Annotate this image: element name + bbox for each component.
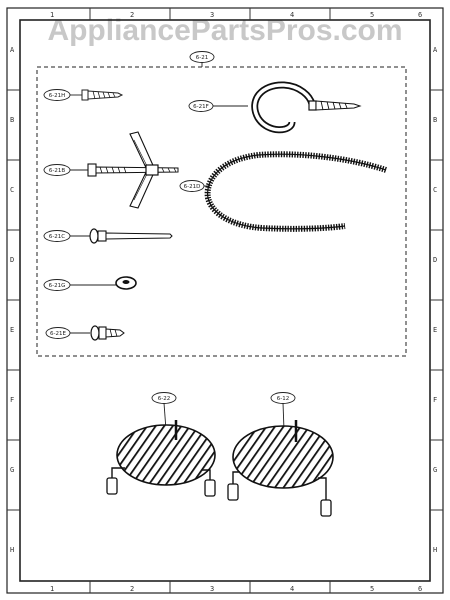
marker-right-g: G: [433, 466, 437, 474]
marker-left-g: G: [10, 466, 14, 474]
marker-bottom-2: 2: [130, 585, 134, 593]
marker-top-5: 5: [370, 11, 374, 19]
long-screw-part: 6-21C: [43, 228, 173, 244]
callout-rack-a: 6-22: [158, 396, 170, 402]
callout-wall-anchor: 6-21H: [49, 93, 66, 99]
spacer-strip-part: 6-21D: [179, 151, 387, 232]
marker-top-1: 1: [50, 11, 54, 19]
marker-left-e: E: [10, 326, 14, 334]
cup-hook-part: 6-21F: [188, 81, 362, 134]
marker-left-b: B: [10, 116, 14, 124]
marker-right-d: D: [433, 256, 437, 264]
callout-cup-hook: 6-21F: [193, 104, 209, 110]
marker-left-h: H: [10, 546, 14, 554]
short-screw-part: 6-21E: [45, 325, 125, 341]
marker-bottom-1: 1: [50, 585, 54, 593]
callout-kit-label: 6-21: [196, 55, 208, 61]
marker-left-c: C: [10, 186, 14, 194]
marker-right-a: A: [433, 46, 438, 54]
page-frame: [6, 7, 444, 594]
marker-right-b: B: [433, 116, 437, 124]
rack-a-part: 6-22: [106, 392, 216, 497]
marker-left-f: F: [10, 396, 14, 404]
toggle-bolt-part: 6-21B: [43, 131, 179, 209]
rack-b-part: 6-12: [227, 392, 334, 517]
marker-bottom-5: 5: [370, 585, 374, 593]
marker-left-a: A: [10, 46, 15, 54]
callout-washer: 6-21G: [49, 283, 66, 289]
wall-anchor-part: 6-21H: [43, 89, 124, 101]
callout-short-screw: 6-21E: [50, 331, 66, 337]
hardware-kit-box: 6-21: [36, 51, 407, 357]
marker-right-f: F: [433, 396, 437, 404]
washer-part: 6-21G: [43, 276, 137, 291]
marker-left-d: D: [10, 256, 14, 264]
callout-rack-b: 6-12: [277, 396, 289, 402]
marker-top-3: 3: [210, 11, 214, 19]
border-markers: 1 2 3 4 5 6 1 2 3 4 5 6 A B C D E F G H …: [10, 11, 438, 593]
marker-right-e: E: [433, 326, 437, 334]
frame-ticks: [7, 8, 443, 593]
marker-bottom-6: 6: [418, 585, 422, 593]
marker-top-6: 6: [418, 11, 422, 19]
marker-right-c: C: [433, 186, 437, 194]
callout-spacer-strip: 6-21D: [184, 184, 201, 190]
marker-top-4: 4: [290, 11, 294, 19]
marker-bottom-4: 4: [290, 585, 294, 593]
callout-toggle-bolt: 6-21B: [49, 168, 65, 174]
callout-long-screw: 6-21C: [49, 234, 65, 240]
marker-top-2: 2: [130, 11, 134, 19]
marker-right-h: H: [433, 546, 437, 554]
marker-bottom-3: 3: [210, 585, 214, 593]
